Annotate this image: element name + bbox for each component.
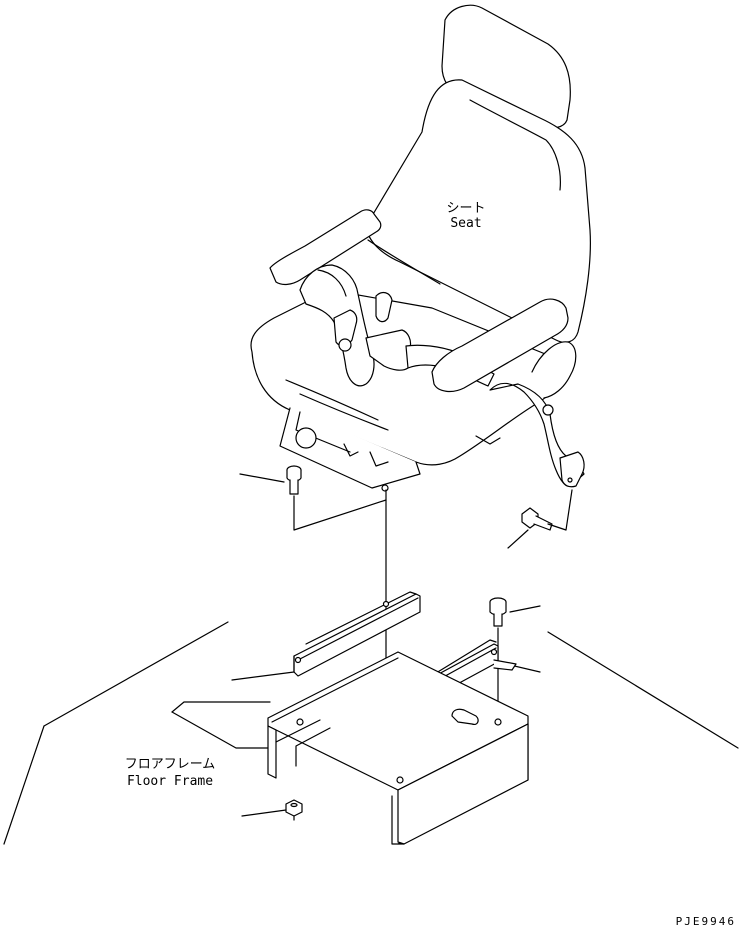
backrest <box>365 79 591 343</box>
right-armrest <box>431 298 569 393</box>
floor-frame-label-jp: フロアフレーム <box>125 757 216 772</box>
seat-lever <box>343 443 359 457</box>
seat-bolt <box>239 465 302 495</box>
belt-anchor-bolt <box>507 507 553 549</box>
fasteners <box>239 465 553 817</box>
seat-belt-anchor-plate <box>559 451 585 488</box>
floor-frame-outline <box>171 701 271 713</box>
cushion-front-edge <box>299 393 389 431</box>
bracket-front-box <box>397 723 529 845</box>
backrest-contour <box>367 239 441 285</box>
floor-frame-label-en: Floor Frame <box>127 774 213 789</box>
backrest-contour <box>469 99 561 191</box>
anchor-hole <box>567 477 573 483</box>
left-armrest <box>269 209 382 286</box>
bracket-slot <box>451 708 479 725</box>
right-armrest-side <box>531 341 577 399</box>
anchor-hole <box>542 404 554 416</box>
cushion-front-edge <box>285 379 379 421</box>
seat-rear-bracket <box>475 435 501 445</box>
floor-outline <box>3 621 739 845</box>
seat-label-en: Seat <box>450 216 481 231</box>
height-adjust-knob <box>295 427 317 449</box>
seat-base-hole <box>381 484 389 492</box>
seat-base <box>279 407 421 489</box>
drawing-code: PJE9946 <box>676 915 736 928</box>
seat-lever <box>369 451 389 467</box>
seat-label-jp: シート <box>446 201 485 216</box>
bracket-left-leg <box>267 725 277 779</box>
seat-belt-strap-inner <box>317 269 347 297</box>
seat-assembly <box>250 4 591 492</box>
buckle-release <box>338 338 352 352</box>
seat-base <box>295 411 351 453</box>
nut <box>241 799 303 817</box>
floor-frame-bracket <box>171 651 529 845</box>
floor-bolt <box>489 597 541 627</box>
buckle-tab <box>375 291 393 323</box>
